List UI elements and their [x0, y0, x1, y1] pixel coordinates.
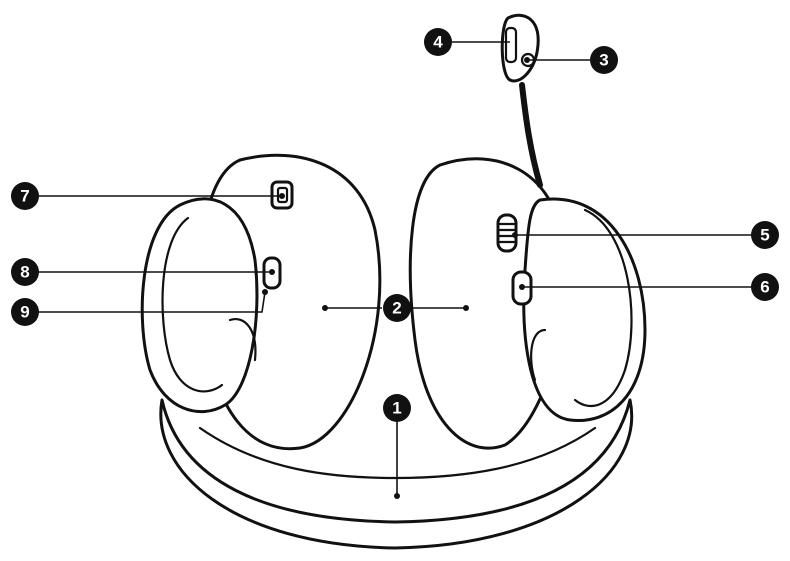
- callout-4: 4: [424, 28, 452, 56]
- callout-5-label: 5: [760, 226, 769, 245]
- callout-8: 8: [11, 258, 39, 286]
- leader-lines: [38, 41, 752, 499]
- callout-7-label: 7: [20, 187, 29, 206]
- callout-5: 5: [751, 221, 779, 249]
- microphone-boom: [500, 13, 543, 188]
- callout-6: 6: [751, 273, 779, 301]
- callout-9-label: 9: [20, 303, 29, 322]
- mic-mute-led-icon: [504, 26, 518, 64]
- callout-3: 3: [590, 46, 618, 74]
- left-earcup: [140, 153, 382, 451]
- callout-2-label: 2: [392, 299, 401, 318]
- right-earcup: [408, 157, 647, 450]
- callout-4-label: 4: [433, 33, 443, 52]
- headband: [159, 398, 634, 550]
- callout-2: 2: [383, 294, 411, 322]
- callout-6-label: 6: [760, 278, 769, 297]
- callout-7: 7: [11, 182, 39, 210]
- callout-3-label: 3: [599, 51, 608, 70]
- callout-1-label: 1: [392, 399, 401, 418]
- callout-1: 1: [383, 394, 411, 422]
- callout-8-label: 8: [20, 263, 29, 282]
- callout-9: 9: [11, 298, 39, 326]
